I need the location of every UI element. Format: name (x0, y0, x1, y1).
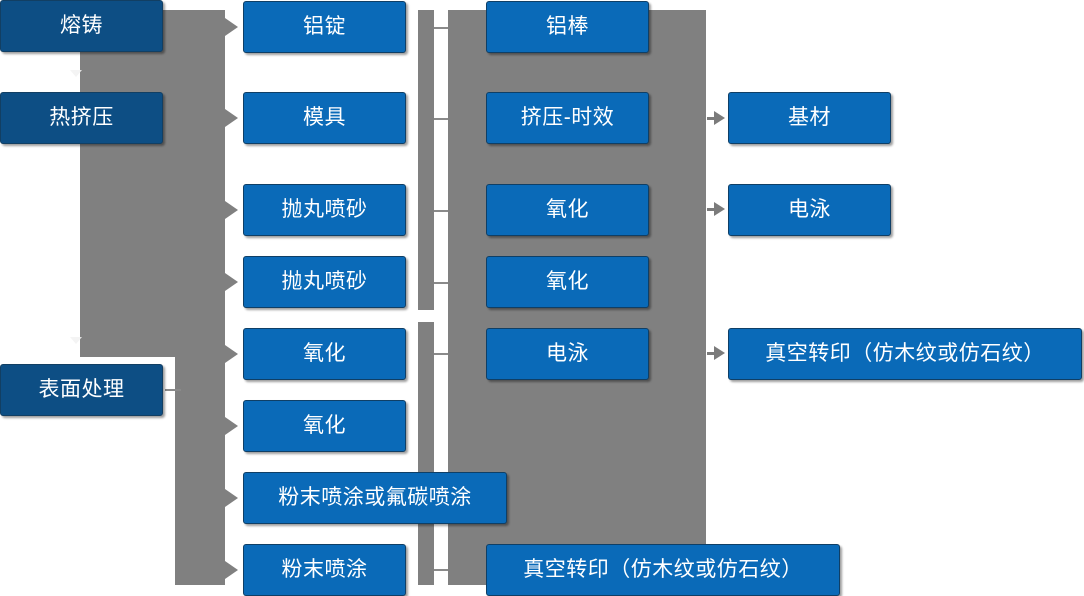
material-label-powder: 粉末喷涂 (281, 558, 368, 582)
output-label-substrate: 基材 (788, 106, 831, 130)
output-label-electrophoresis: 电泳 (788, 198, 831, 222)
band-arrow-to-ingot (225, 18, 238, 36)
material-box-die[interactable]: 模具 (243, 92, 406, 144)
material-label-powder-fluoro: 粉末喷涂或氟碳喷涂 (278, 486, 472, 510)
process-label-vacuum-transfer: 真空转印（仿木纹或仿石纹） (523, 558, 803, 582)
material-box-ingot[interactable]: 铝锭 (243, 1, 406, 53)
process-label-oxidation-1: 氧化 (546, 198, 589, 222)
band-arrow-to-oxidation-1 (225, 345, 238, 363)
material-box-oxidation-2[interactable]: 氧化 (243, 400, 406, 452)
middle-tick-vacuum-transfer (434, 569, 448, 571)
output-box-vacuum-transfer[interactable]: 真空转印（仿木纹或仿石纹） (728, 328, 1082, 380)
process-box-extrude-aging[interactable]: 挤压-时效 (486, 92, 649, 144)
middle-tick-ingot (434, 27, 448, 29)
output-arrow-stem-vacuum-transfer (707, 352, 716, 355)
stage-label-extrude: 热挤压 (49, 106, 114, 130)
output-arrow-stem-electrophoresis (707, 208, 716, 211)
middle-narrow-strip-lower (418, 322, 434, 585)
middle-tick-electrophoresis (434, 353, 448, 355)
middle-narrow-strip-upper (418, 10, 434, 310)
material-label-ingot: 铝锭 (303, 15, 346, 39)
process-box-vacuum-transfer[interactable]: 真空转印（仿木纹或仿石纹） (486, 544, 840, 596)
material-box-oxidation-1[interactable]: 氧化 (243, 328, 406, 380)
middle-column-gap (434, 10, 448, 585)
left-band-lower-stem (175, 357, 225, 585)
process-box-oxidation-1[interactable]: 氧化 (486, 184, 649, 236)
process-box-bar[interactable]: 铝棒 (486, 1, 649, 53)
output-arrow-substrate (714, 111, 725, 125)
material-label-shotblast-1: 抛丸喷砂 (281, 198, 368, 222)
process-label-oxidation-2: 氧化 (546, 270, 589, 294)
stage-entry-chevron-surface (70, 337, 82, 344)
surface-stage-connector (165, 389, 181, 391)
material-label-die: 模具 (303, 106, 346, 130)
output-arrow-electrophoresis (714, 202, 725, 216)
stage-label-casting: 熔铸 (60, 14, 103, 38)
band-arrow-to-powder (225, 561, 238, 579)
output-arrow-stem-substrate (707, 117, 716, 120)
output-label-vacuum-transfer: 真空转印（仿木纹或仿石纹） (765, 342, 1045, 366)
material-box-shotblast-2[interactable]: 抛丸喷砂 (243, 256, 406, 308)
middle-tick-extrude-aging (434, 118, 448, 120)
process-label-electrophoresis: 电泳 (546, 342, 589, 366)
output-box-substrate[interactable]: 基材 (728, 92, 891, 144)
band-arrow-to-shotblast-1 (225, 201, 238, 219)
output-arrow-vacuum-transfer (714, 346, 725, 360)
material-label-shotblast-2: 抛丸喷砂 (281, 270, 368, 294)
process-label-bar: 铝棒 (546, 15, 589, 39)
band-arrow-to-oxidation-2 (225, 417, 238, 435)
middle-tick-oxidation-2 (434, 282, 448, 284)
stage-entry-chevron-extrude (70, 70, 82, 77)
process-box-electrophoresis[interactable]: 电泳 (486, 328, 649, 380)
left-band-upper (80, 10, 225, 357)
material-box-shotblast-1[interactable]: 抛丸喷砂 (243, 184, 406, 236)
process-box-oxidation-2[interactable]: 氧化 (486, 256, 649, 308)
middle-tick-oxidation-1 (434, 210, 448, 212)
output-box-electrophoresis[interactable]: 电泳 (728, 184, 891, 236)
material-box-powder[interactable]: 粉末喷涂 (243, 544, 406, 596)
material-label-oxidation-2: 氧化 (303, 414, 346, 438)
band-arrow-to-shotblast-2 (225, 273, 238, 291)
band-arrow-to-powder-fluoro (225, 489, 238, 507)
process-label-extrude-aging: 挤压-时效 (520, 106, 615, 130)
material-box-powder-fluoro[interactable]: 粉末喷涂或氟碳喷涂 (243, 472, 507, 524)
stage-box-extrude[interactable]: 热挤压 (0, 92, 163, 144)
band-arrow-to-die (225, 109, 238, 127)
stage-box-surface[interactable]: 表面处理 (0, 364, 163, 416)
stage-box-casting[interactable]: 熔铸 (0, 0, 163, 52)
stage-label-surface: 表面处理 (38, 378, 125, 402)
material-label-oxidation-1: 氧化 (303, 342, 346, 366)
